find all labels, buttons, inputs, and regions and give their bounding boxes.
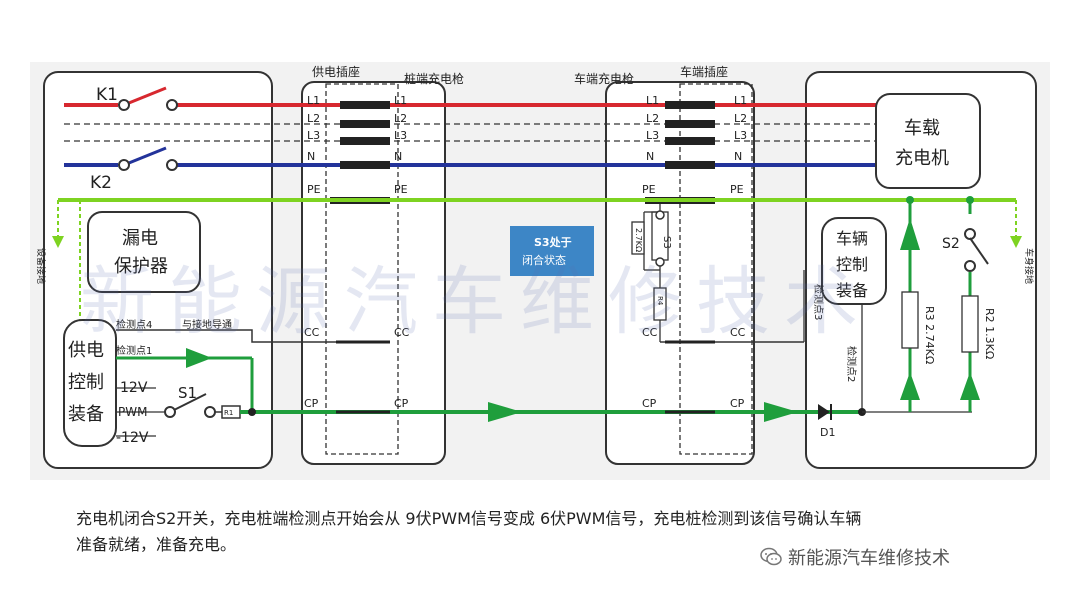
r5-resistor [631, 221, 645, 255]
label-n-d: N [734, 150, 742, 163]
supply-ctrl-label-3: 装备 [68, 404, 104, 425]
label-l2-d: L2 [734, 112, 747, 125]
label-k2: K2 [90, 173, 112, 193]
cc-left-line [116, 329, 336, 343]
label-cp-c: CP [642, 397, 657, 410]
label-check-point-2: 检测点2 [845, 346, 858, 382]
label-cc-c: CC [642, 326, 658, 339]
leakage-label-2: 保护器 [114, 256, 168, 277]
label-s2: S2 [942, 236, 960, 252]
label-ground-connect: 与接地导通 [182, 318, 232, 331]
onboard-charger-label-1: 车载 [904, 118, 940, 139]
label-pile-gun: 桩端充电枪 [404, 71, 464, 86]
label-cp-d: CP [730, 397, 745, 410]
supply-ctrl-label-1: 供电 [68, 340, 104, 361]
label-cc-d: CC [730, 326, 746, 339]
label-pwm: PWM [118, 405, 147, 419]
vehicle-ctrl-label-2: 控制 [836, 255, 868, 274]
footer-brand: 新能源汽车维修技术 [760, 544, 950, 570]
caption-line-1: 充电机闭合S2开关，充电桩端检测点开始会从 9伏PWM信号变成 6伏PWM信号，… [76, 509, 862, 528]
leakage-label-1: 漏电 [122, 228, 158, 249]
label-l1-a: L1 [307, 94, 320, 107]
label-check-point-4: 检测点4 [116, 318, 152, 331]
label-pe-c: PE [642, 183, 656, 196]
label-n-c: N [646, 150, 654, 163]
label-cp-a: CP [304, 397, 319, 410]
label-l3-a: L3 [307, 129, 320, 142]
footer-brand-text: 新能源汽车维修技术 [788, 548, 950, 569]
d1-diode [818, 404, 830, 420]
onboard-charger-box [875, 93, 981, 189]
label-body-ground: 车身接地 [1023, 248, 1035, 284]
label-r2: R2 1.3KΩ [983, 308, 996, 359]
label-l3-c: L3 [646, 129, 659, 142]
label-l2-c: L2 [646, 112, 659, 125]
s3-note-line-2: 闭合状态 [522, 253, 566, 267]
label-l2-b: L2 [394, 112, 407, 125]
leakage-protector-box [87, 211, 201, 293]
s3-note-line-1: S3处于 [534, 235, 572, 249]
supply-control-box [63, 319, 117, 447]
r2-resistor [961, 295, 979, 353]
label-l1-b: L1 [394, 94, 407, 107]
label-equipment-ground: 设备接地 [35, 248, 47, 284]
label-l3-b: L3 [394, 129, 407, 142]
label-12v-top: 12V [120, 380, 148, 396]
vehicle-gun-box [605, 81, 755, 465]
label-n-a: N [307, 150, 315, 163]
label-s3: S3 [661, 236, 672, 249]
label-check-point-1: 检测点1 [116, 344, 152, 357]
label-vehicle-gun: 车端充电枪 [574, 71, 634, 86]
label-pe-d: PE [730, 183, 744, 196]
vehicle-ctrl-label-1: 车辆 [836, 229, 868, 248]
label-k1: K1 [96, 85, 118, 105]
label-r5: 2.7KΩ [634, 228, 643, 252]
caption-line-2: 准备就绪，准备充电。 [76, 535, 237, 554]
label-check-point-3: 检测点3 [812, 284, 825, 320]
label-12v-bottom: -12V [116, 430, 149, 446]
r3-resistor [901, 291, 919, 349]
supply-ctrl-label-2: 控制 [68, 372, 104, 393]
pile-gun-box [301, 81, 446, 465]
vehicle-control-box [821, 217, 887, 305]
label-cc-a: CC [304, 326, 320, 339]
vehicle-socket-dashed [679, 83, 753, 455]
supply-socket-dashed [325, 83, 399, 455]
label-cc-b: CC [394, 326, 410, 339]
s1-switch [173, 393, 207, 411]
label-cp-b: CP [394, 397, 409, 410]
s3-state-note [510, 226, 594, 276]
label-r3: R3 2.74KΩ [923, 306, 936, 364]
s2-switch [969, 237, 989, 265]
label-s1: S1 [178, 384, 197, 402]
caption: 充电机闭合S2开关，充电桩端检测点开始会从 9伏PWM信号变成 6伏PWM信号，… [76, 506, 1066, 558]
vehicle-ctrl-label-3: 装备 [836, 281, 868, 300]
label-pe-b: PE [394, 183, 408, 196]
label-r4: R4 [656, 296, 664, 306]
label-l3-d: L3 [734, 129, 747, 142]
charging-circuit-diagram: K1 K2 供电插座 桩端充电枪 车端充电枪 车端插座 L1 L2 L3 N P… [30, 62, 1050, 480]
label-l2-a: L2 [307, 112, 320, 125]
k1-switch-blade [123, 86, 167, 107]
label-n-b: N [394, 150, 402, 163]
wechat-icon [760, 547, 782, 566]
onboard-charger-label-2: 充电机 [895, 148, 949, 169]
label-vehicle-socket: 车端插座 [680, 64, 728, 79]
label-pe-a: PE [307, 183, 321, 196]
label-l1-c: L1 [646, 94, 659, 107]
label-supply-socket: 供电插座 [312, 64, 360, 79]
label-l1-d: L1 [734, 94, 747, 107]
k2-switch-blade [123, 146, 167, 167]
label-d1: D1 [820, 426, 835, 439]
label-r1: R1 [224, 409, 233, 417]
